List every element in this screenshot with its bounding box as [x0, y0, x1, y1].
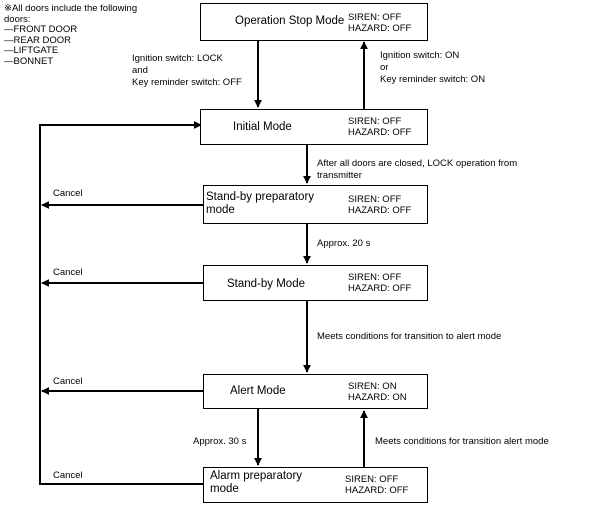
- transition-label-alarm-prep-to-alert: Meets conditions for transition alert mo…: [375, 436, 549, 447]
- mode-status: SIREN: OFF HAZARD: OFF: [348, 194, 411, 216]
- mode-box-initial: Initial Mode SIREN: OFF HAZARD: OFF: [200, 109, 428, 145]
- note-line: —FRONT DOOR: [4, 24, 78, 36]
- hazard-status: HAZARD: OFF: [348, 127, 412, 138]
- siren-status: SIREN: OFF: [348, 12, 402, 23]
- mode-status: SIREN: OFF HAZARD: OFF: [348, 116, 411, 138]
- mode-box-standby-preparatory: Stand-by preparatory mode SIREN: OFF HAZ…: [203, 185, 428, 224]
- mode-box-operation-stop: Operation Stop Mode SIREN: OFF HAZARD: O…: [200, 3, 428, 41]
- hazard-status: HAZARD: OFF: [348, 205, 412, 216]
- transition-label-standby-prep-to-standby: Approx. 20 s: [317, 238, 371, 249]
- cancel-return-line: [39, 121, 203, 485]
- transition-label-stop-to-initial: Ignition switch: LOCK and Key reminder s…: [132, 53, 242, 88]
- transition-label-standby-to-alert: Meets conditions for transition to alert…: [317, 331, 502, 342]
- mode-box-standby: Stand-by Mode SIREN: OFF HAZARD: OFF: [203, 265, 428, 301]
- mode-label: Alarm preparatory mode: [210, 470, 303, 495]
- siren-status: SIREN: OFF: [348, 116, 402, 127]
- hazard-status: HAZARD: OFF: [345, 485, 409, 496]
- note-line: —BONNET: [4, 55, 54, 67]
- mode-label: Initial Mode: [233, 121, 292, 133]
- siren-status: SIREN: OFF: [348, 194, 402, 205]
- siren-status: SIREN: OFF: [348, 272, 402, 283]
- mode-box-alert: Alert Mode SIREN: ON HAZARD: ON: [203, 374, 428, 409]
- cancel-label: Cancel: [53, 188, 83, 199]
- note-line: ※All doors include the following: [4, 3, 138, 14]
- hazard-status: HAZARD: OFF: [348, 283, 412, 294]
- note-line: —REAR DOOR: [4, 34, 72, 46]
- mode-box-alarm-preparatory: Alarm preparatory mode SIREN: OFF HAZARD…: [203, 467, 428, 503]
- transition-label-initial-to-stop: Ignition switch: ON or Key reminder swit…: [380, 50, 486, 85]
- siren-status: SIREN: ON: [348, 381, 397, 392]
- mode-status: SIREN: OFF HAZARD: OFF: [348, 272, 411, 294]
- cancel-label: Cancel: [53, 376, 83, 387]
- mode-label: Operation Stop Mode: [235, 15, 345, 27]
- mode-label: Alert Mode: [230, 385, 286, 397]
- note-line: doors:: [4, 13, 31, 25]
- hazard-status: HAZARD: ON: [348, 392, 407, 403]
- door-note: ※All doors include the following doors: …: [4, 3, 138, 68]
- mode-status: SIREN: OFF HAZARD: OFF: [345, 474, 408, 496]
- transition-label-initial-to-standby-prep: After all doors are closed, LOCK operati…: [317, 158, 518, 181]
- cancel-label: Cancel: [53, 470, 83, 481]
- note-line: —LIFTGATE: [4, 45, 59, 57]
- mode-label: Stand-by Mode: [227, 278, 305, 290]
- mode-label: Stand-by preparatory mode: [206, 191, 315, 216]
- cancel-label: Cancel: [53, 267, 83, 278]
- siren-status: SIREN: OFF: [345, 474, 399, 485]
- hazard-status: HAZARD: OFF: [348, 23, 412, 34]
- mode-status: SIREN: ON HAZARD: ON: [348, 381, 407, 403]
- transition-label-alert-to-alarm-prep: Approx. 30 s: [193, 436, 247, 447]
- mode-status: SIREN: OFF HAZARD: OFF: [348, 12, 411, 34]
